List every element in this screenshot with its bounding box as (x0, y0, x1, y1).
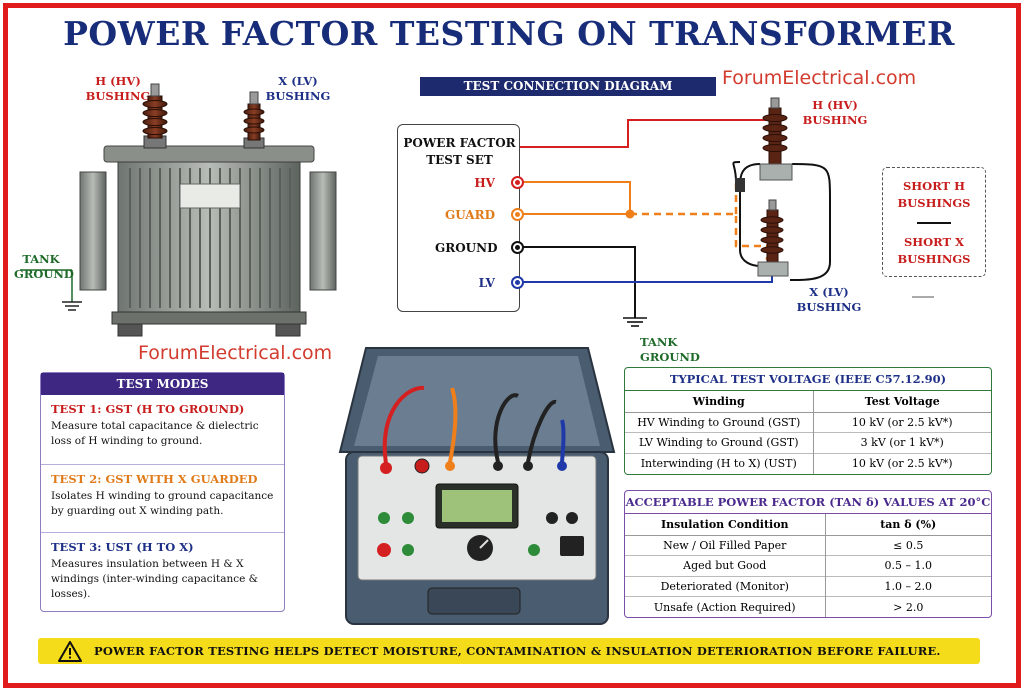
table-cell: HV Winding to Ground (GST) (625, 411, 813, 433)
table-row: HV Winding to Ground (GST) 10 kV (or 2.5… (625, 411, 991, 433)
terminal-hv-label: HV (474, 176, 495, 190)
short-x-line1: SHORT X (903, 235, 965, 249)
watermark-top: ForumElectrical.com (722, 67, 917, 89)
table-row: Deteriorated (Monitor) 1.0 – 2.0 (625, 575, 991, 597)
diagram-lv-line2: BUSHING (796, 300, 862, 314)
short-bushings-note: SHORT H BUSHINGS SHORT X BUSHINGS (882, 167, 986, 277)
test-voltage-table: Winding Test Voltage HV Winding to Groun… (625, 391, 991, 474)
short-h-note: SHORT H BUSHINGS (883, 178, 985, 212)
test-instrument-illustration (338, 347, 616, 625)
test-modes-heading: TEST MODES (41, 373, 284, 395)
table-row: Interwinding (H to X) (UST) 10 kV (or 2.… (625, 452, 991, 474)
table-cell: Interwinding (H to X) (UST) (625, 452, 813, 474)
table-cell: Unsafe (Action Required) (625, 596, 825, 617)
test-set-title-line1: POWER FACTOR (403, 136, 516, 150)
short-divider (917, 222, 951, 224)
page-title: POWER FACTOR TESTING ON TRANSFORMER (63, 14, 955, 53)
power-factor-test-set: POWER FACTOR TEST SET HV GUARD GROUND LV (397, 124, 524, 312)
diagram-hv-line1: H (HV) (812, 98, 858, 112)
footer-banner: POWER FACTOR TESTING HELPS DETECT MOISTU… (38, 638, 980, 664)
table-cell: New / Oil Filled Paper (625, 534, 825, 556)
table-row: New / Oil Filled Paper ≤ 0.5 (625, 534, 991, 556)
test-set-title: POWER FACTOR TEST SET (398, 135, 521, 169)
diagram-tank-ground-label: TANK GROUND (640, 335, 700, 364)
power-factor-col-tan-delta: tan δ (%) (824, 514, 991, 536)
terminal-ground-label: GROUND (435, 241, 498, 255)
table-cell: 3 kV (or 1 kV*) (812, 432, 991, 453)
test-voltage-col-winding: Winding (625, 391, 813, 413)
test-mode-2-title: TEST 2: GST WITH X GUARDED (51, 472, 258, 486)
table-cell: 10 kV (or 2.5 kV*) (812, 452, 991, 474)
diagram-hv-line2: BUSHING (802, 113, 868, 127)
test-mode-3: TEST 3: UST (H TO X) Measures insulation… (41, 533, 284, 607)
power-factor-col-condition: Insulation Condition (625, 514, 825, 536)
diagram-hv-bushing-label: H (HV) BUSHING (800, 98, 870, 128)
test-voltage-col-voltage: Test Voltage (812, 391, 991, 413)
terminal-lv[interactable] (511, 276, 524, 289)
table-cell: 0.5 – 1.0 (824, 555, 991, 576)
warning-icon (58, 641, 82, 662)
short-h-line2: BUSHINGS (897, 196, 971, 210)
watermark-mid: ForumElectrical.com (138, 342, 333, 364)
footer-text: POWER FACTOR TESTING HELPS DETECT MOISTU… (94, 644, 941, 658)
hv-label-line2: BUSHING (85, 89, 151, 103)
short-h-line1: SHORT H (903, 179, 965, 193)
transformer-hv-label: H (HV) BUSHING (78, 74, 158, 104)
lv-label-line1: X (LV) (278, 74, 318, 88)
test-mode-2-desc: Isolates H winding to ground capacitance… (51, 490, 274, 517)
table-cell: 1.0 – 2.0 (824, 575, 991, 597)
table-cell: Aged but Good (625, 555, 825, 576)
power-factor-heading: ACCEPTABLE POWER FACTOR (TAN δ) VALUES A… (625, 491, 991, 514)
test-voltage-heading: TYPICAL TEST VOLTAGE (IEEE C57.12.90) (625, 368, 991, 391)
hv-label-line1: H (HV) (95, 74, 141, 88)
table-cell: Deteriorated (Monitor) (625, 575, 825, 597)
terminal-guard[interactable] (511, 208, 524, 221)
test-modes-panel: TEST MODES TEST 1: GST (H TO GROUND) Mea… (40, 372, 285, 612)
diagram-lv-line1: X (LV) (809, 285, 849, 299)
short-x-note: SHORT X BUSHINGS (883, 234, 985, 268)
test-mode-2: TEST 2: GST WITH X GUARDED Isolates H wi… (41, 465, 284, 533)
test-mode-1: TEST 1: GST (H TO GROUND) Measure total … (41, 395, 284, 465)
table-row: LV Winding to Ground (GST) 3 kV (or 1 kV… (625, 432, 991, 453)
transformer-lv-label: X (LV) BUSHING (258, 74, 338, 104)
table-row: Aged but Good 0.5 – 1.0 (625, 555, 991, 576)
connection-wiring (520, 97, 934, 327)
test-mode-1-title: TEST 1: GST (H TO GROUND) (51, 402, 245, 416)
test-mode-1-desc: Measure total capacitance & dielectric l… (51, 420, 259, 447)
connection-diagram-banner: TEST CONNECTION DIAGRAM (420, 77, 716, 96)
terminal-hv[interactable] (511, 176, 524, 189)
terminal-lv-label: LV (478, 276, 495, 290)
test-mode-3-desc: Measures insulation between H & X windin… (51, 558, 259, 600)
test-mode-3-title: TEST 3: UST (H TO X) (51, 540, 194, 554)
table-cell: > 2.0 (824, 596, 991, 617)
terminal-guard-label: GUARD (444, 208, 495, 222)
terminal-ground[interactable] (511, 241, 524, 254)
table-row: Unsafe (Action Required) > 2.0 (625, 596, 991, 617)
power-factor-table-panel: ACCEPTABLE POWER FACTOR (TAN δ) VALUES A… (624, 490, 992, 618)
diagram-lv-bushing-label: X (LV) BUSHING (794, 285, 864, 315)
test-set-title-line2: TEST SET (426, 153, 493, 167)
table-cell: LV Winding to Ground (GST) (625, 432, 813, 453)
table-cell: 10 kV (or 2.5 kV*) (812, 411, 991, 433)
lv-label-line2: BUSHING (265, 89, 331, 103)
short-x-line2: BUSHINGS (897, 252, 971, 266)
transformer-illustration (20, 83, 337, 337)
ground-label-line1: TANK (22, 252, 60, 266)
test-voltage-table-panel: TYPICAL TEST VOLTAGE (IEEE C57.12.90) Wi… (624, 367, 992, 475)
table-cell: ≤ 0.5 (824, 534, 991, 556)
power-factor-table: Insulation Condition tan δ (%) New / Oil… (625, 514, 991, 617)
